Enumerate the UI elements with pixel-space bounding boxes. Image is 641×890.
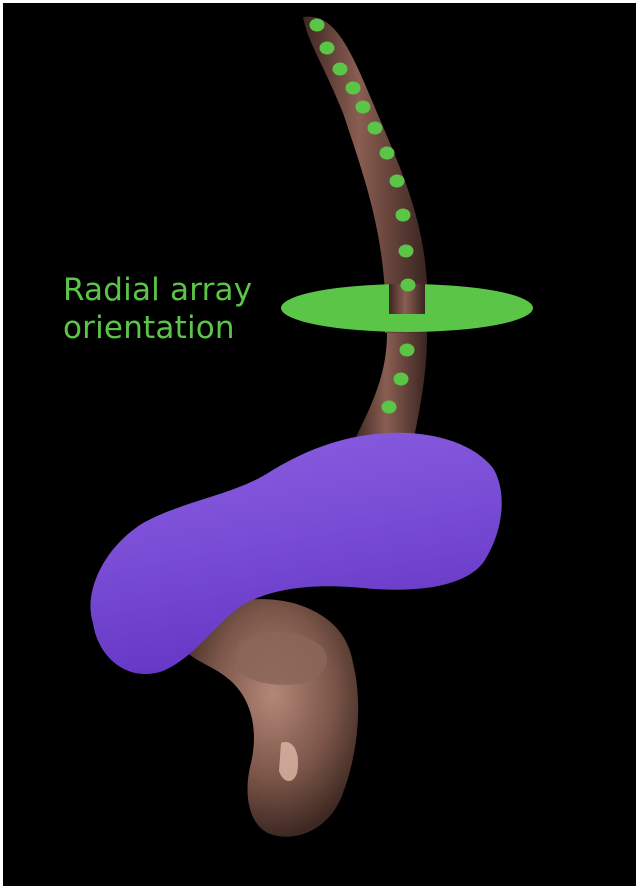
esophagus-lower [353, 333, 427, 443]
anatomy-svg [3, 3, 636, 886]
label-line-2: orientation [63, 309, 252, 347]
array-dot [356, 101, 371, 114]
label-line-1: Radial array [63, 271, 252, 309]
anatomy-illustration: Radial array orientation [3, 3, 636, 886]
array-dot [333, 63, 348, 76]
array-dot [396, 209, 411, 222]
array-dot [400, 344, 415, 357]
array-dot [368, 122, 383, 135]
array-dot [394, 373, 409, 386]
array-dot [310, 19, 325, 32]
array-dot [320, 42, 335, 55]
array-dot [401, 279, 416, 292]
array-dot [390, 175, 405, 188]
array-dot [380, 147, 395, 160]
array-dot [382, 401, 397, 414]
radial-array-label: Radial array orientation [63, 271, 252, 347]
array-dot [399, 245, 414, 258]
array-dot [346, 82, 361, 95]
